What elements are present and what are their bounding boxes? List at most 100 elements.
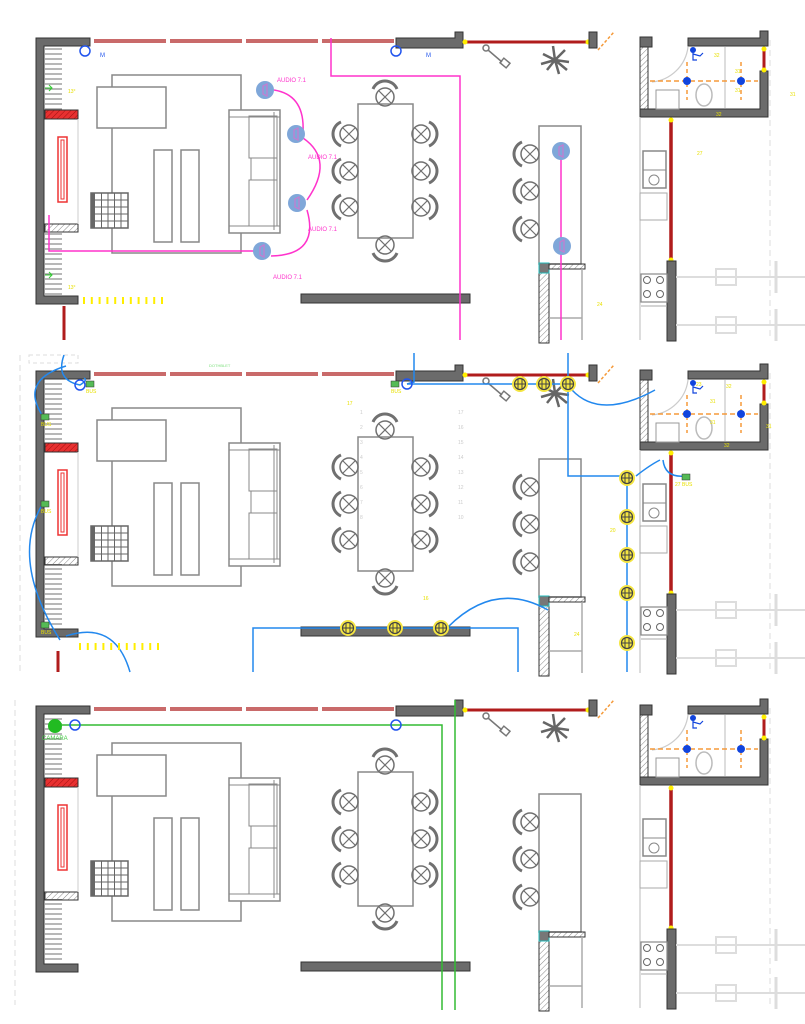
speaker-label: AUDIO 7.1 — [308, 155, 338, 161]
chair-icon — [410, 490, 439, 518]
chair-icon — [331, 490, 360, 518]
chair-icon — [331, 788, 360, 816]
dimension-label: 31 — [735, 69, 741, 75]
fireplace-insert — [57, 469, 68, 536]
chair-icon — [410, 861, 439, 889]
dining-table — [357, 436, 414, 572]
chair-icon — [512, 548, 541, 576]
chair-icon — [331, 157, 360, 185]
step-number: 5 — [360, 470, 363, 476]
chair-icon — [331, 193, 360, 221]
step-number: 15 — [458, 440, 464, 446]
chair-icon — [512, 140, 541, 168]
chair-icon — [410, 526, 439, 554]
plumbing-point — [683, 410, 691, 418]
tv-cabinet — [96, 754, 167, 797]
motor-icon — [69, 719, 81, 731]
step-number: 16 — [458, 425, 464, 431]
audio-wire — [330, 38, 461, 340]
bath-wall-stub — [639, 36, 653, 48]
door-swing — [597, 31, 615, 51]
interior-wall-bottom — [300, 961, 471, 972]
burner — [656, 276, 664, 284]
step-number: 6 — [360, 485, 363, 491]
dimension-label: 32 — [714, 53, 720, 59]
speaker-icon — [255, 80, 275, 100]
panel-audio — [35, 30, 805, 344]
lighting-wire — [635, 459, 661, 477]
chair-icon — [371, 747, 399, 776]
dimension-label: 23 — [696, 382, 702, 388]
dimension-label: 27 — [675, 482, 681, 488]
chair-icon — [331, 453, 360, 481]
dining-table — [357, 103, 414, 239]
chair-icon — [331, 526, 360, 554]
exterior-wall-left — [35, 37, 91, 305]
motor-icon — [79, 45, 91, 57]
coffee-table — [180, 149, 200, 243]
chair-icon — [512, 808, 541, 836]
burner — [643, 609, 651, 617]
bath-wall-top — [687, 363, 769, 380]
light-fixture-icon — [511, 375, 529, 393]
chair-icon — [371, 79, 399, 108]
burner — [643, 276, 651, 284]
speaker-icon — [252, 241, 272, 261]
stairs-lower — [45, 564, 62, 628]
shovel-icon — [482, 712, 511, 737]
bath-door-swing — [651, 46, 689, 83]
coffee-table — [180, 817, 200, 911]
toilet — [695, 751, 713, 775]
dimension-label: 17 — [347, 401, 353, 407]
dishwasher — [639, 525, 668, 554]
plant-icon — [539, 44, 571, 76]
bath-wall-stub — [639, 369, 653, 381]
step-number: 17 — [458, 410, 464, 416]
plant-icon — [539, 712, 571, 744]
light-fixture-icon — [339, 619, 357, 637]
exterior-wall-top — [395, 31, 464, 49]
step-number: 3 — [360, 440, 363, 446]
chair-icon — [371, 234, 399, 263]
shovel-icon — [482, 377, 511, 402]
plumbing-point — [737, 745, 745, 753]
light-fixture-icon — [386, 619, 404, 637]
step-number: 1 — [360, 410, 363, 416]
dimension-label: 13° — [68, 89, 76, 95]
bath-door-swing — [651, 714, 689, 751]
sofa — [228, 442, 281, 567]
chair-icon — [410, 453, 439, 481]
burner — [643, 944, 651, 952]
dimension-label: 31 — [766, 424, 772, 430]
dimension-label: 20 — [610, 528, 616, 534]
burner — [656, 944, 664, 952]
dimension-label: 13° — [68, 285, 76, 291]
lighting-wire — [34, 365, 67, 416]
coffee-table — [153, 817, 173, 911]
stairs-lower — [45, 899, 62, 963]
column — [538, 262, 550, 274]
step-number: 12 — [458, 485, 464, 491]
fireplace-base — [44, 223, 79, 233]
motor-icon — [74, 379, 86, 391]
camera-label: CAMARA — [42, 736, 68, 742]
dimension-label: 32 — [724, 443, 730, 449]
chair-icon — [331, 825, 360, 853]
sofa — [228, 777, 281, 902]
dimension-label: 32 — [716, 112, 722, 118]
stairs-upper — [45, 380, 62, 443]
light-fixture-icon — [618, 584, 636, 602]
stairs-lower — [45, 231, 62, 295]
exterior-wall-left — [35, 705, 91, 973]
kitchen-wall — [666, 593, 677, 675]
lighting-wire — [28, 504, 61, 641]
plumbing-point — [737, 410, 745, 418]
fireplace-hearth — [44, 777, 79, 788]
plumbing-point — [683, 77, 691, 85]
motor-label: M — [100, 53, 105, 59]
ottoman — [90, 860, 129, 897]
bus-label: BUS — [391, 389, 402, 395]
dimension-label: 27 — [697, 151, 703, 157]
chair-icon — [410, 120, 439, 148]
